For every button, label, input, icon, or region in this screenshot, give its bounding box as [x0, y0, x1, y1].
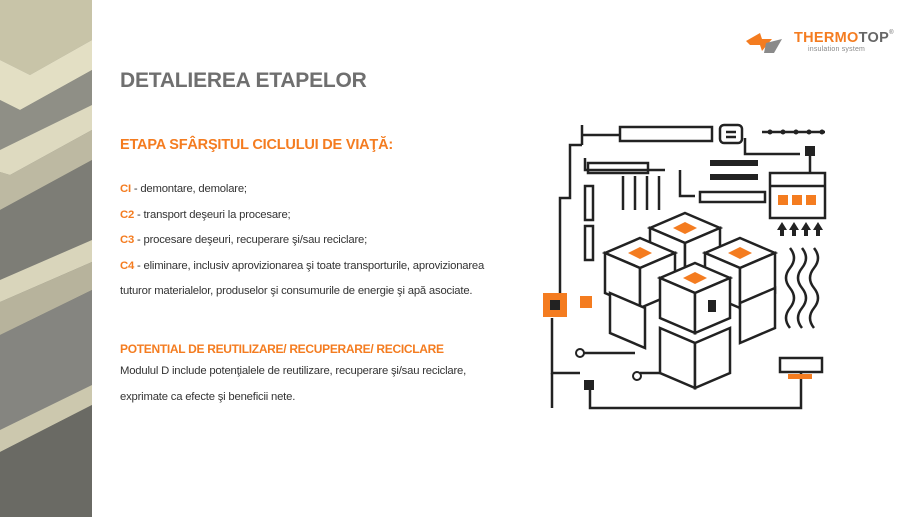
- stage-item: C2 - transport deşeuri la procesare;: [120, 203, 510, 229]
- side-photo: [0, 0, 92, 517]
- insulation-boards-image: [0, 0, 92, 517]
- brand-name: THERMOTOP®: [794, 30, 894, 46]
- stage-code: C3: [120, 234, 135, 246]
- potential-heading: POTENTIAL DE REUTILIZARE/ RECUPERARE/ RE…: [120, 342, 444, 356]
- stage-code: CI: [120, 183, 131, 195]
- thermotop-logo-icon: [746, 33, 782, 53]
- stage-text: - procesare deşeuri, recuperare şi/sau r…: [134, 234, 368, 246]
- stage-item: C4 - eliminare, inclusiv aprovizionarea …: [120, 254, 510, 305]
- brand-tagline: insulation system: [808, 46, 866, 53]
- potential-text: Modulul D include potenţialele de reutil…: [120, 365, 467, 403]
- stage-code: C2: [120, 208, 135, 221]
- stage-item: CI - demontare, demolare;: [120, 177, 510, 203]
- page-title: DETALIEREA ETAPELOR: [120, 69, 367, 92]
- section-heading: ETAPA SFÂRŞITUL CICLULUI DE VIAŢĂ:: [120, 137, 393, 153]
- brand-name-part1: THERMO: [794, 30, 859, 46]
- stage-item: C3 - procesare deşeuri, recuperare şi/sa…: [120, 228, 510, 254]
- stage-code: C4: [120, 259, 135, 272]
- stage-list: CI - demontare, demolare; C2 - transport…: [120, 177, 510, 305]
- stage-text: - transport deşeuri la procesare;: [134, 208, 291, 221]
- brand-trademark: ®: [889, 30, 894, 36]
- circuit-cubes-illustration: [543, 123, 827, 410]
- stage-text: - eliminare, inclusiv aprovizionarea şi …: [120, 259, 485, 298]
- brand-name-part2: TOP: [858, 30, 890, 46]
- stage-text: - demontare, demolare;: [130, 183, 247, 195]
